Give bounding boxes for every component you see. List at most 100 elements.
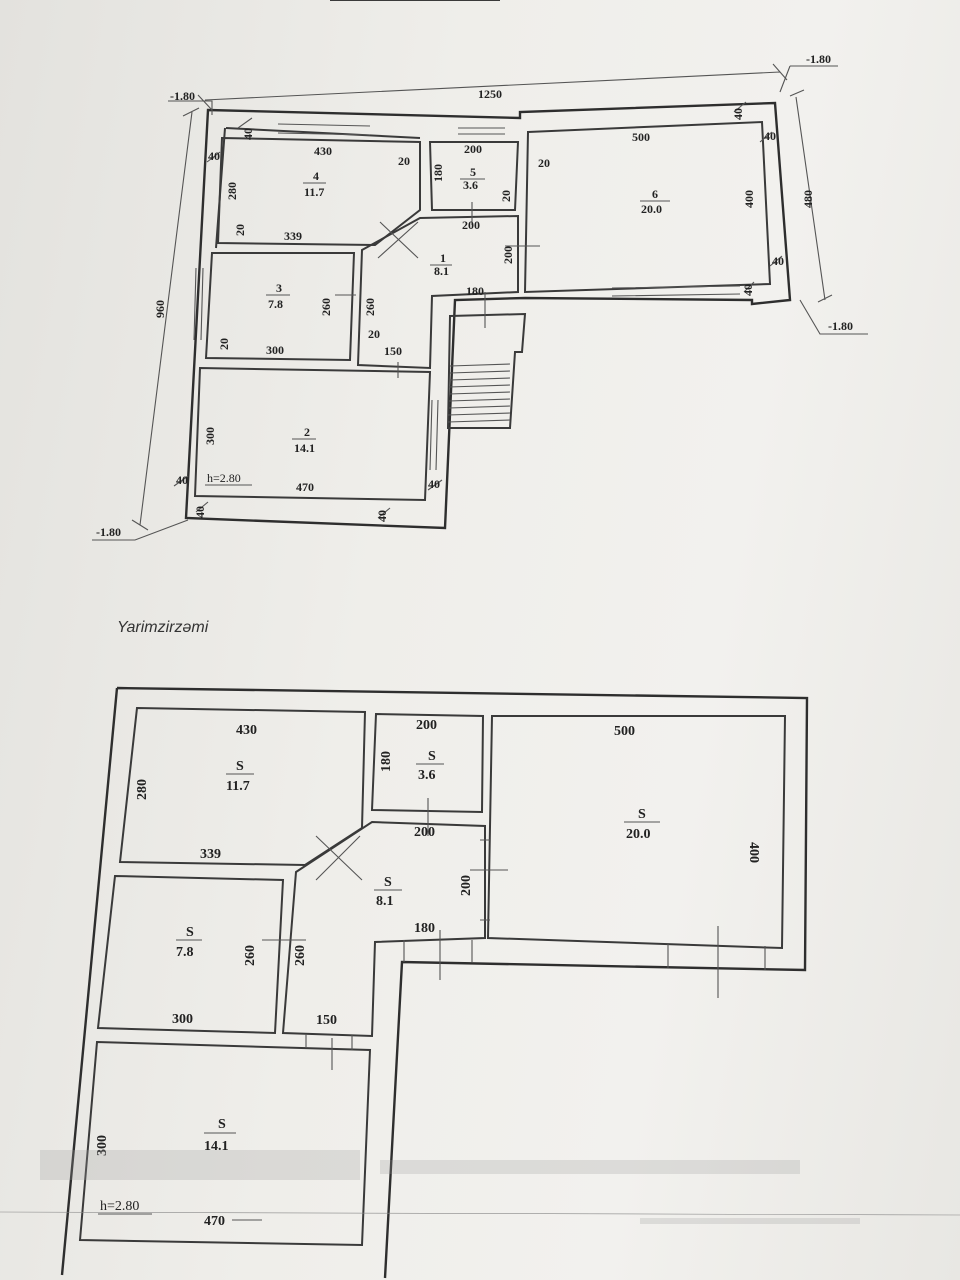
wall-thk-1: 40 xyxy=(241,128,255,140)
svg-text:7.8: 7.8 xyxy=(268,297,283,311)
room-6-label: 500 6 20.0 400 xyxy=(632,130,756,216)
dim-overall-left: 960 xyxy=(153,300,167,318)
svg-text:6: 6 xyxy=(652,187,658,201)
svg-text:300: 300 xyxy=(95,1135,110,1156)
top-plan-outer-wall xyxy=(184,101,792,530)
window-top-mid xyxy=(458,127,505,135)
svg-text:200: 200 xyxy=(414,825,435,840)
wall-thk-9: 40 xyxy=(375,510,389,522)
scan-smudge-3 xyxy=(640,1218,860,1224)
svg-text:1: 1 xyxy=(440,251,446,265)
svg-text:180: 180 xyxy=(414,921,435,936)
ceiling-height-top: h=2.80 xyxy=(207,471,241,485)
room-1-label: 1 8.1 200 180 260 150 xyxy=(363,246,515,358)
dim-overall-top: 1250 xyxy=(478,87,502,101)
svg-text:150: 150 xyxy=(384,344,402,358)
svg-text:500: 500 xyxy=(614,724,635,739)
wall-thk-6: 40 xyxy=(741,284,755,296)
wall-thk-4: 40 xyxy=(764,129,776,143)
window-left-wall xyxy=(193,267,204,341)
bottom-room-20-0-walls xyxy=(486,715,787,950)
svg-text:3: 3 xyxy=(276,281,282,295)
room-5-label: 200 5 3.6 180 200 xyxy=(431,142,485,232)
svg-text:11.7: 11.7 xyxy=(226,779,250,794)
svg-text:14.1: 14.1 xyxy=(204,1139,229,1154)
svg-text:200: 200 xyxy=(501,246,515,264)
dim-line-top xyxy=(197,63,788,111)
bottom-window-4 xyxy=(480,839,490,921)
svg-text:180: 180 xyxy=(431,164,445,182)
dim-line-left xyxy=(131,107,200,531)
svg-text:S: S xyxy=(236,759,244,774)
room-2-walls xyxy=(193,366,432,502)
gap-20-4: 20 xyxy=(233,224,247,236)
room-4-walls xyxy=(216,136,421,247)
bottom-window-1 xyxy=(667,944,766,970)
wall-thk-2: 40 xyxy=(208,149,220,163)
bottom-plan-outer-wall xyxy=(60,686,809,1279)
svg-text:400: 400 xyxy=(742,190,756,208)
scan-smudge-1 xyxy=(40,1150,360,1180)
level-line-bl xyxy=(92,519,189,541)
bottom-room-14-1-label: S 14.1 300 470 150 xyxy=(95,1013,337,1229)
level-line-r xyxy=(799,299,868,335)
svg-text:150: 150 xyxy=(316,1013,337,1028)
svg-text:260: 260 xyxy=(363,298,377,316)
level-bl: -1.80 xyxy=(96,525,121,539)
svg-text:S: S xyxy=(186,925,194,940)
svg-text:300: 300 xyxy=(266,343,284,357)
svg-text:260: 260 xyxy=(319,298,333,316)
room-4-label: 430 4 11.7 280 339 xyxy=(225,144,332,243)
svg-text:7.8: 7.8 xyxy=(176,945,194,960)
svg-text:14.1: 14.1 xyxy=(294,441,315,455)
gap-20-6: 20 xyxy=(217,338,231,350)
scan-line xyxy=(0,1211,960,1216)
svg-text:260: 260 xyxy=(293,945,308,966)
svg-text:470: 470 xyxy=(296,480,314,494)
svg-text:300: 300 xyxy=(172,1012,193,1027)
svg-text:430: 430 xyxy=(236,723,257,738)
wall-thk-8: 40 xyxy=(193,506,207,518)
svg-text:8.1: 8.1 xyxy=(434,264,449,278)
svg-text:339: 339 xyxy=(284,229,302,243)
svg-text:200: 200 xyxy=(416,718,437,733)
svg-text:3.6: 3.6 xyxy=(418,768,436,783)
level-tl: -1.80 xyxy=(170,89,195,103)
svg-text:4: 4 xyxy=(313,169,319,183)
top-floor-plan: -1.80 -1.80 -1.80 -1.80 1250 960 480 40 … xyxy=(92,52,868,541)
section-title: Yarimzirzəmi xyxy=(117,619,209,636)
svg-text:180: 180 xyxy=(379,751,394,772)
bottom-room-7-8-walls xyxy=(96,874,285,1035)
wall-thk-10: 40 xyxy=(428,477,440,491)
dim-line-right xyxy=(789,89,833,303)
svg-text:260: 260 xyxy=(243,945,258,966)
svg-text:500: 500 xyxy=(632,130,650,144)
scan-smudge-2 xyxy=(380,1160,800,1174)
door-mark-2 xyxy=(335,202,540,378)
gap-20-5: 20 xyxy=(368,327,380,341)
stairs xyxy=(446,312,527,429)
svg-text:430: 430 xyxy=(314,144,332,158)
room-3-walls xyxy=(204,252,356,362)
bottom-window-3 xyxy=(305,1034,353,1050)
svg-text:200: 200 xyxy=(462,218,480,232)
room-3-label: 3 7.8 260 300 xyxy=(266,281,333,357)
level-line-tl xyxy=(168,100,213,115)
svg-text:8.1: 8.1 xyxy=(376,894,394,909)
room-2-label: 2 14.1 300 470 xyxy=(203,425,316,494)
bottom-room-8-1-label: S 8.1 200 180 xyxy=(374,875,474,936)
svg-text:470: 470 xyxy=(204,1214,225,1229)
wall-thk-7: 40 xyxy=(176,473,188,487)
svg-text:400: 400 xyxy=(746,842,761,863)
svg-text:S: S xyxy=(638,807,646,822)
level-line-tr xyxy=(779,65,838,93)
bottom-room-7-8-label: S 7.8 260 300 260 xyxy=(172,925,308,1027)
gap-20-1: 20 xyxy=(398,154,410,168)
ceiling-underline-bottom xyxy=(98,1213,262,1221)
level-r: -1.80 xyxy=(828,319,853,333)
bottom-room-3-6-label: 200 S 3.6 180 200 xyxy=(379,718,444,840)
svg-text:2: 2 xyxy=(304,425,310,439)
gap-20-3: 20 xyxy=(499,190,513,202)
